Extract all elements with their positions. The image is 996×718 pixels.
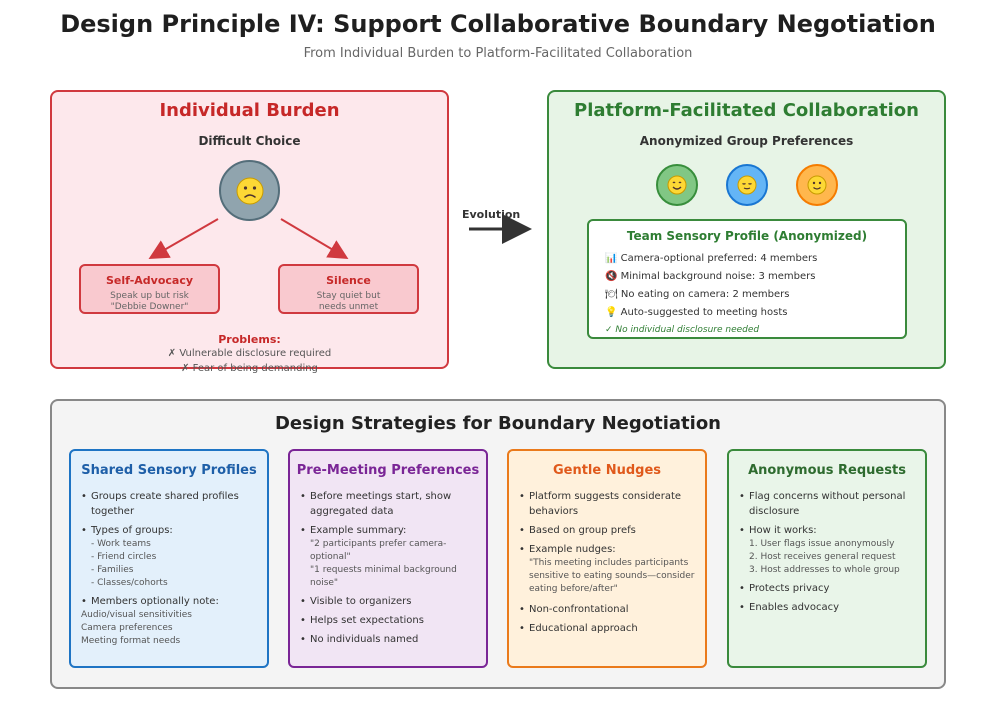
card-subitem: "1 requests minimal background noise"	[310, 565, 457, 588]
card-bullet: Non-confrontational	[519, 602, 699, 617]
card-subitem: 1. User flags issue anonymously	[749, 539, 895, 549]
burden-title: Individual Burden	[159, 100, 340, 121]
card-bullet: No individuals named	[300, 632, 480, 647]
smiling-face-icon	[656, 164, 698, 206]
card-subitem: 3. Host addresses to whole group	[749, 565, 900, 575]
page-title: Design Principle IV: Support Collaborati…	[60, 10, 936, 38]
card-subitem: "This meeting includes participants sens…	[529, 558, 695, 594]
card-bullet: Platform suggests considerate behaviors	[519, 489, 699, 519]
card-title: Pre-Meeting Preferences	[296, 463, 480, 478]
card-subitem: Camera preferences	[81, 623, 173, 633]
problems-title: Problems:	[218, 333, 281, 346]
burden-subtitle: Difficult Choice	[198, 134, 301, 148]
gentle-nudges-card: Gentle Nudges Platform suggests consider…	[507, 449, 707, 668]
silence-desc-2: needs unmet	[318, 302, 379, 312]
profile-row: 🔇 Minimal background noise: 3 members	[605, 271, 816, 282]
strategies-title: Design Strategies for Boundary Negotiati…	[274, 413, 721, 434]
card-bullet: Members optionally note:	[81, 594, 261, 609]
problem-item: ✗ Vulnerable disclosure required	[167, 348, 332, 359]
silence-option: Silence Stay quiet but needs unmet	[278, 264, 419, 314]
card-bullet: Helps set expectations	[300, 613, 480, 628]
card-bullet: Types of groups:	[81, 523, 261, 538]
evolution-label: Evolution	[462, 208, 521, 221]
slightly-smiling-face-icon	[796, 164, 838, 206]
card-bullet: Based on group prefs	[519, 523, 699, 538]
individual-burden-panel: Individual Burden Difficult Choice	[50, 90, 449, 369]
card-bullet: Protects privacy	[739, 581, 919, 596]
pre-meeting-preferences-card: Pre-Meeting Preferences Before meetings …	[288, 449, 488, 668]
lightbulb-icon: 💡	[605, 307, 618, 318]
arrow-to-silence	[280, 218, 349, 260]
card-bullet: Educational approach	[519, 621, 699, 636]
page-subtitle: From Individual Burden to Platform-Facil…	[303, 46, 693, 61]
silence-desc-1: Stay quiet but	[316, 291, 381, 301]
plate-icon: 🍽	[605, 289, 618, 300]
card-bullet: Groups create shared profiles together	[81, 489, 261, 519]
card-bullet: Example nudges:	[519, 542, 699, 557]
self-advocacy-desc-2: "Debbie Downer"	[110, 302, 189, 312]
card-title: Anonymous Requests	[748, 463, 906, 478]
profile-row: 💡 Auto-suggested to meeting hosts	[605, 307, 788, 318]
card-subitem: - Work teams	[91, 539, 151, 549]
team-sensory-profile: Team Sensory Profile (Anonymized) 📊 Came…	[587, 219, 907, 339]
shared-sensory-profiles-card: Shared Sensory Profiles Groups create sh…	[69, 449, 269, 668]
card-bullet: Before meetings start, show aggregated d…	[300, 489, 480, 519]
profile-row: 🍽 No eating on camera: 2 members	[605, 289, 790, 300]
chart-icon: 📊	[605, 253, 618, 264]
self-advocacy-option: Self-Advocacy Speak up but risk "Debbie …	[79, 264, 220, 314]
card-bullet: Enables advocacy	[739, 600, 919, 615]
card-subitem: "2 participants prefer camera-optional"	[310, 539, 447, 562]
silence-label: Silence	[326, 274, 371, 287]
card-subitem: - Friend circles	[91, 552, 157, 562]
arrow-to-self-advocacy	[148, 218, 219, 259]
card-bullet: Visible to organizers	[300, 594, 480, 609]
worried-face-icon	[219, 160, 280, 221]
collab-title: Platform-Facilitated Collaboration	[574, 100, 919, 121]
card-title: Gentle Nudges	[552, 463, 662, 478]
mute-icon: 🔇	[605, 271, 618, 282]
card-subitem: 2. Host receives general request	[749, 552, 896, 562]
problem-item: ✗ Fear of being demanding	[181, 363, 318, 374]
card-subitem: Audio/visual sensitivities	[81, 610, 192, 620]
card-subitem: - Classes/cohorts	[91, 578, 168, 588]
card-subitem: - Families	[91, 565, 134, 575]
problems-block: Problems: ✗ Vulnerable disclosure requir…	[50, 333, 449, 376]
self-advocacy-desc-1: Speak up but risk	[110, 291, 189, 301]
card-bullet: Flag concerns without personal disclosur…	[739, 489, 919, 519]
profile-title: Team Sensory Profile (Anonymized)	[626, 229, 868, 243]
card-bullet: How it works:	[739, 523, 919, 538]
self-advocacy-label: Self-Advocacy	[105, 274, 194, 287]
profile-row: 📊 Camera-optional preferred: 4 members	[605, 253, 818, 264]
profile-note: ✓ No individual disclosure needed	[605, 325, 760, 335]
collab-subtitle: Anonymized Group Preferences	[639, 134, 854, 148]
card-subitem: Meeting format needs	[81, 636, 181, 646]
anonymous-requests-card: Anonymous Requests Flag concerns without…	[727, 449, 927, 668]
card-bullet: Example summary:	[300, 523, 480, 538]
relieved-face-icon	[726, 164, 768, 206]
card-title: Shared Sensory Profiles	[81, 463, 257, 478]
